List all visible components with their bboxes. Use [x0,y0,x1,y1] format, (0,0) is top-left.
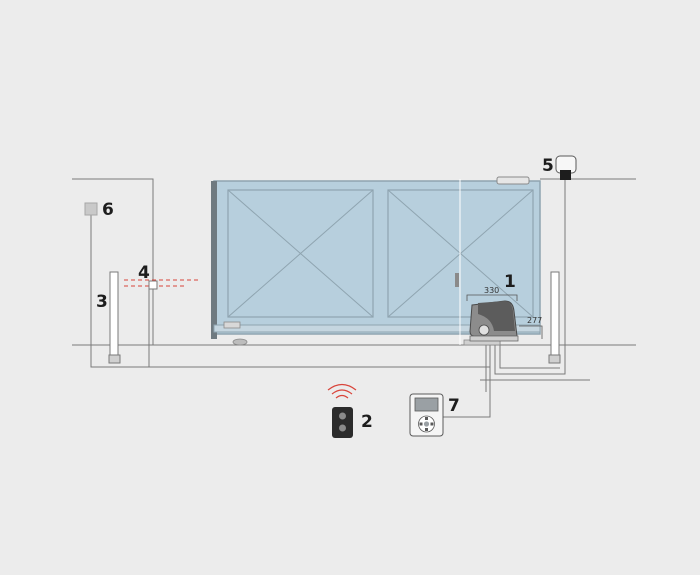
gate-bottom-rail [213,324,541,333]
dimension-330-bracket [466,294,518,301]
ground-lines [72,178,636,346]
dimension-motor-width: 330 [484,286,499,295]
ground-rack [223,321,241,329]
dimension-motor-depth: 277 [527,316,542,325]
motor-cover [478,301,515,331]
key-selector-box [84,202,98,216]
callout-label-motor: 1 [504,272,516,292]
callout-label-key-selector: 6 [102,200,114,220]
motor-gear [478,324,490,336]
callout-label-photocell-column: 3 [96,292,108,312]
gate-handle [455,273,459,287]
gate-left-frame [227,189,374,318]
wireless-signal-icon [327,383,357,399]
callout-label-remote: 2 [361,412,373,432]
cable-runs [90,178,590,418]
photocell-column [108,271,121,364]
motor-base [469,335,519,342]
callout-label-keypad: 7 [448,396,460,416]
photocell-beam [124,279,200,287]
remote-control-icon [327,383,357,438]
dimension-277-bracket [519,325,543,339]
control-keypad-icon [409,393,444,437]
photocell-wall-unit [148,280,158,290]
photocell-column-right [548,271,561,364]
gate-wheel [232,338,248,346]
flashing-light [555,155,577,180]
callout-label-flashing-light: 5 [542,156,554,176]
gate-end-post [211,181,217,339]
gate-top-guide [496,176,530,185]
callout-label-photocells: 4 [138,263,150,283]
motor-unit [466,294,543,342]
